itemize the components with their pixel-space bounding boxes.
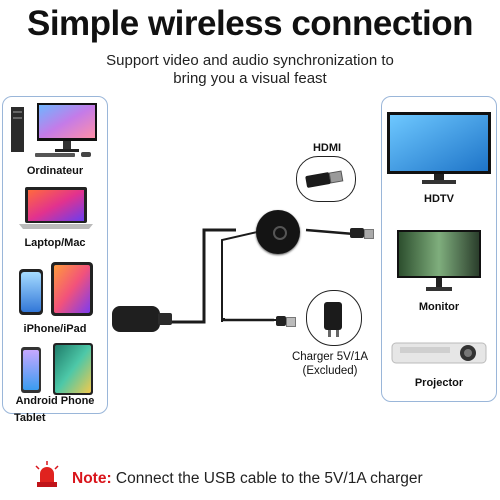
desktop-computer-icon: [11, 103, 97, 157]
note-text: Connect the USB cable to the 5V/1A charg…: [111, 470, 423, 487]
footer-note: Note: Connect the USB cable to the 5V/1A…: [72, 470, 423, 488]
android-devices-icon: [21, 343, 93, 395]
laptop-icon: [19, 187, 93, 229]
note-label: Note:: [72, 470, 112, 487]
charger-label-line-2: (Excluded): [302, 365, 358, 377]
device-label-monitor: Monitor: [418, 301, 460, 313]
usb-dongle-neck: [158, 313, 172, 325]
subtitle-line-1: Support video and audio synchronization …: [106, 52, 394, 69]
device-label-hdtv: HDTV: [424, 193, 454, 205]
usb-plug-tip: [286, 317, 296, 327]
device-label-tablet: Tablet: [14, 412, 46, 424]
device-label-iphone-ipad: iPhone/iPad: [23, 323, 87, 335]
tv-icon: [387, 112, 491, 184]
page-subtitle: Support video and audio synchronization …: [0, 52, 500, 88]
device-label-ordinateur: Ordinateur: [26, 165, 84, 177]
phone-tablet-icon: [19, 262, 93, 316]
projector-icon: [391, 342, 487, 364]
subtitle-line-2: bring you a visual feast: [173, 70, 327, 87]
charger-icon: [324, 302, 342, 337]
hdmi-connector-icon: [305, 170, 344, 188]
display-devices-panel: HDTV Monitor Projector: [381, 96, 497, 402]
hdmi-plug-tip: [364, 229, 374, 239]
device-label-projector: Projector: [414, 377, 464, 389]
page-title: Simple wireless connection: [26, 4, 474, 43]
hdmi-plug: [350, 228, 364, 238]
charger-label-line-1: Charger 5V/1A: [291, 351, 369, 363]
cable-diagram: [154, 228, 355, 324]
usb-plug: [276, 316, 286, 326]
chromecast-logo-icon: [273, 226, 287, 240]
hdmi-label: HDMI: [312, 142, 342, 154]
source-devices-panel: Ordinateur Laptop/Mac iPhone/iPad Androi…: [2, 96, 108, 414]
device-label-android-phone: Android Phone: [15, 395, 95, 407]
usb-dongle: [112, 306, 160, 332]
warning-light-icon: [35, 461, 59, 487]
device-label-laptop-mac: Laptop/Mac: [24, 237, 86, 249]
monitor-icon: [397, 230, 481, 291]
